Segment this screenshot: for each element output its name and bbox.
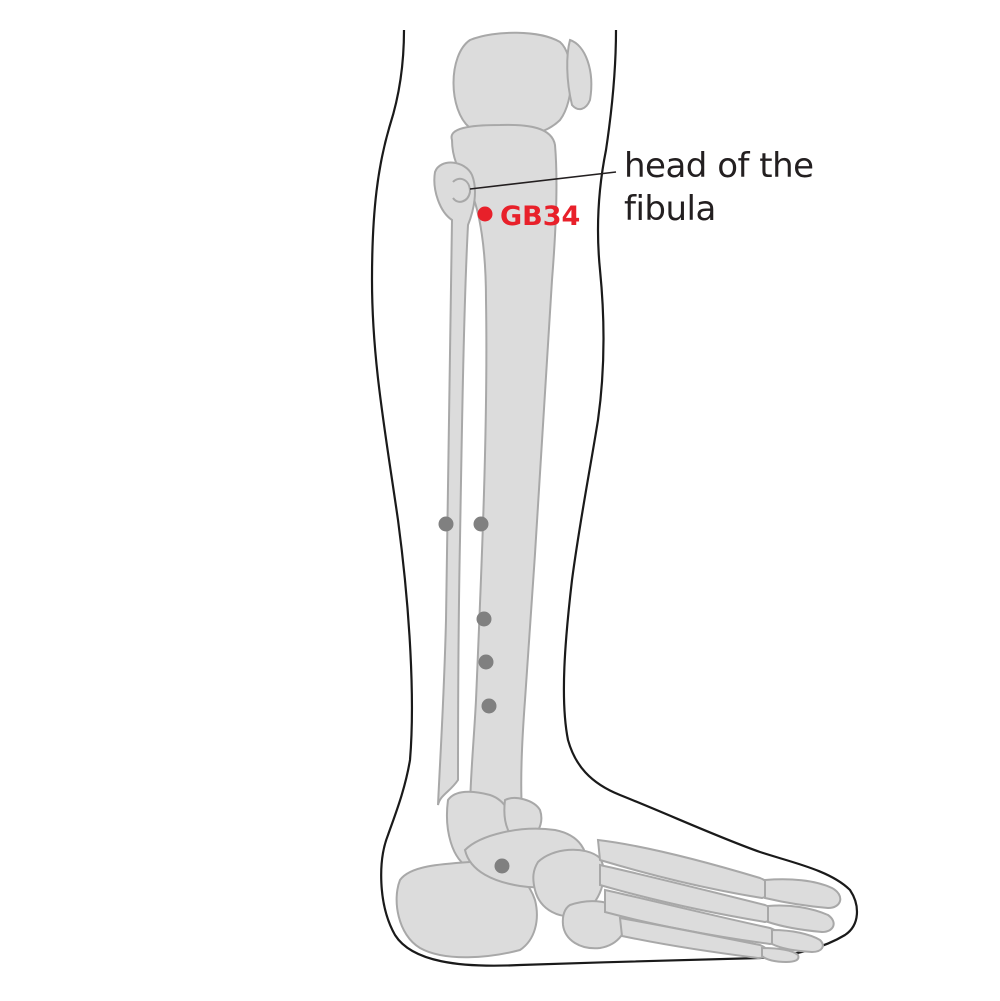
acupoint-dot: [438, 516, 454, 532]
acupoint-dot: [494, 858, 510, 874]
gb34-label: GB34: [500, 201, 580, 232]
toe-3: [771, 928, 824, 954]
toe-4: [761, 946, 800, 964]
annotation-text-line1: head of the: [624, 146, 814, 186]
acupoint-dot: [481, 698, 497, 714]
acupoint-dot: [473, 516, 489, 532]
femur-condyle: [452, 31, 573, 138]
annotation-leader-line: [469, 171, 617, 190]
calcaneus: [395, 860, 538, 959]
toe-2: [767, 904, 835, 934]
acupoint-dot: [478, 654, 494, 670]
femur-condyle-rear: [566, 38, 593, 111]
toe-1: [764, 878, 842, 910]
fibula: [433, 161, 476, 806]
fibula-head-notch: [452, 177, 472, 203]
tibia: [450, 123, 558, 814]
acupoint-dot: [476, 611, 492, 627]
annotation-text-line2: fibula: [624, 189, 716, 229]
gb34-point: [477, 206, 493, 222]
